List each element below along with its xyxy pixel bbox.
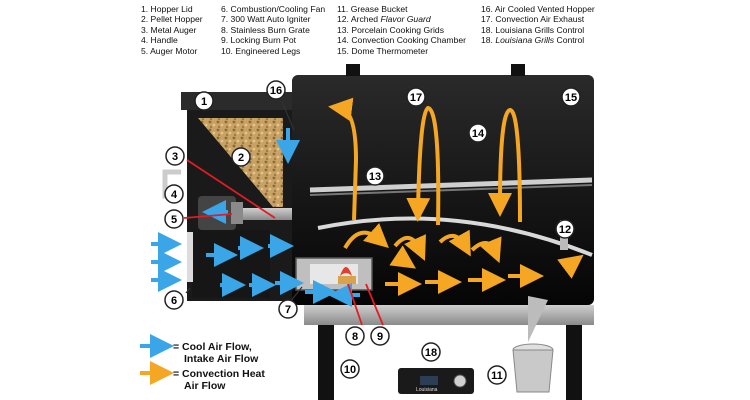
callout-13: 13: [365, 166, 385, 186]
legend-item: 18. Louisiana Grills Control: [481, 24, 585, 35]
legend-item: 10. Engineered Legs: [221, 45, 301, 56]
callouts: 1 2 3 4 5 6 7 8 9 10 11 12 13 14 15 16 1…: [164, 80, 581, 385]
svg-text:16: 16: [270, 85, 282, 97]
svg-text:9: 9: [377, 331, 383, 343]
key-arrows: [140, 334, 174, 385]
svg-text:13: 13: [369, 171, 381, 183]
cool-air-key-line1: = Cool Air Flow,: [173, 341, 252, 353]
legend-item: 11. Grease Bucket: [337, 4, 408, 14]
svg-text:5: 5: [171, 214, 177, 226]
svg-text:12: 12: [559, 224, 571, 236]
callout-15: 15: [561, 87, 581, 107]
heat-air-key: = Convection Heat Air Flow: [173, 368, 265, 392]
callout-2: 2: [231, 147, 251, 167]
legend-item: 14. Convection Cooking Chamber: [337, 35, 466, 46]
burn-pot: [295, 257, 373, 291]
heat-air-key-line2: Air Flow: [184, 380, 226, 392]
callout-4: 4: [164, 184, 184, 204]
legend-item: 7. 300 Watt Auto Igniter: [221, 14, 311, 25]
svg-text:11: 11: [491, 370, 503, 382]
callout-9: 9: [370, 326, 390, 346]
svg-text:4: 4: [171, 189, 178, 201]
legend-item: 2. Pellet Hopper: [141, 14, 203, 25]
pellet-hopper: [181, 92, 294, 301]
legend-column-2: 6. Combustion/Cooling Fan 7. 300 Watt Au…: [221, 4, 325, 56]
legend-item: 8. Stainless Burn Grate: [221, 24, 310, 35]
legend-item: 5. Auger Motor: [141, 45, 198, 56]
cool-air-arrows: [151, 128, 360, 307]
callout-3: 3: [165, 146, 185, 166]
callout-lines: [183, 159, 384, 326]
legend-item: 6. Combustion/Cooling Fan: [221, 4, 326, 14]
svg-text:15: 15: [565, 92, 577, 104]
svg-text:14: 14: [472, 128, 485, 140]
svg-text:1: 1: [201, 96, 207, 108]
callout-7: 7: [278, 299, 298, 319]
heat-air-key-line1: = Convection Heat: [173, 368, 265, 380]
callout-6: 6: [164, 290, 184, 310]
legend-item: 17. Convection Air Exhaust: [481, 14, 585, 25]
cool-air-key: = Cool Air Flow, Intake Air Flow: [173, 341, 258, 365]
legend-column-1: 1. Hopper Lid 2. Pellet Hopper 3. Metal …: [141, 4, 203, 56]
callout-10: 10: [340, 359, 360, 379]
callout-lines-dark: [185, 101, 303, 303]
legend-item: 4. Handle: [141, 35, 178, 46]
legend-item-flavor-guard: 12. Arched Flavor Guard: [337, 14, 431, 25]
svg-text:7: 7: [285, 304, 291, 316]
svg-text:2: 2: [238, 152, 244, 164]
svg-text:6: 6: [171, 295, 177, 307]
svg-text:18: 18: [425, 347, 437, 359]
cool-air-key-line2: Intake Air Flow: [184, 353, 259, 365]
flame-icon: [340, 267, 352, 276]
legend-item: 3. Metal Auger: [141, 24, 197, 35]
grease-bucket: [512, 343, 554, 393]
grease-chute: [528, 296, 548, 342]
callout-5: 5: [164, 209, 184, 229]
callout-18: 18: [421, 342, 441, 362]
svg-text:17: 17: [410, 92, 422, 104]
svg-text:3: 3: [172, 151, 178, 163]
legend-item-control: 18. Louisiana Grills Control: [481, 35, 585, 46]
callout-11: 11: [487, 365, 507, 385]
callout-14: 14: [468, 123, 488, 143]
svg-text:10: 10: [344, 364, 356, 376]
legend-item: 15. Dome Thermometer: [337, 45, 429, 56]
control-panel: Louisiana: [398, 368, 474, 394]
heat-air-arrows: [328, 97, 584, 296]
legend-column-3: 11. Grease Bucket 12. Arched Flavor Guar…: [337, 4, 466, 56]
legend-column-4: 16. Air Cooled Vented Hopper 17. Convect…: [481, 4, 595, 46]
callout-17: 17: [406, 87, 426, 107]
callout-16: 16: [266, 80, 286, 100]
flavor-guard: [317, 216, 593, 257]
control-brand-text: Louisiana: [416, 387, 438, 393]
svg-text:8: 8: [352, 331, 358, 343]
legend-item: 1. Hopper Lid: [141, 4, 193, 14]
legend-item: 13. Porcelain Cooking Grids: [337, 24, 444, 35]
callout-12: 12: [555, 219, 575, 239]
legend-item: 9. Locking Burn Pot: [221, 35, 297, 46]
metal-auger: [243, 208, 305, 220]
callout-8: 8: [345, 326, 365, 346]
legend-item: 16. Air Cooled Vented Hopper: [481, 4, 595, 14]
parts-legend: 1. Hopper Lid 2. Pellet Hopper 3. Metal …: [0, 0, 750, 60]
callout-1: 1: [194, 91, 214, 111]
